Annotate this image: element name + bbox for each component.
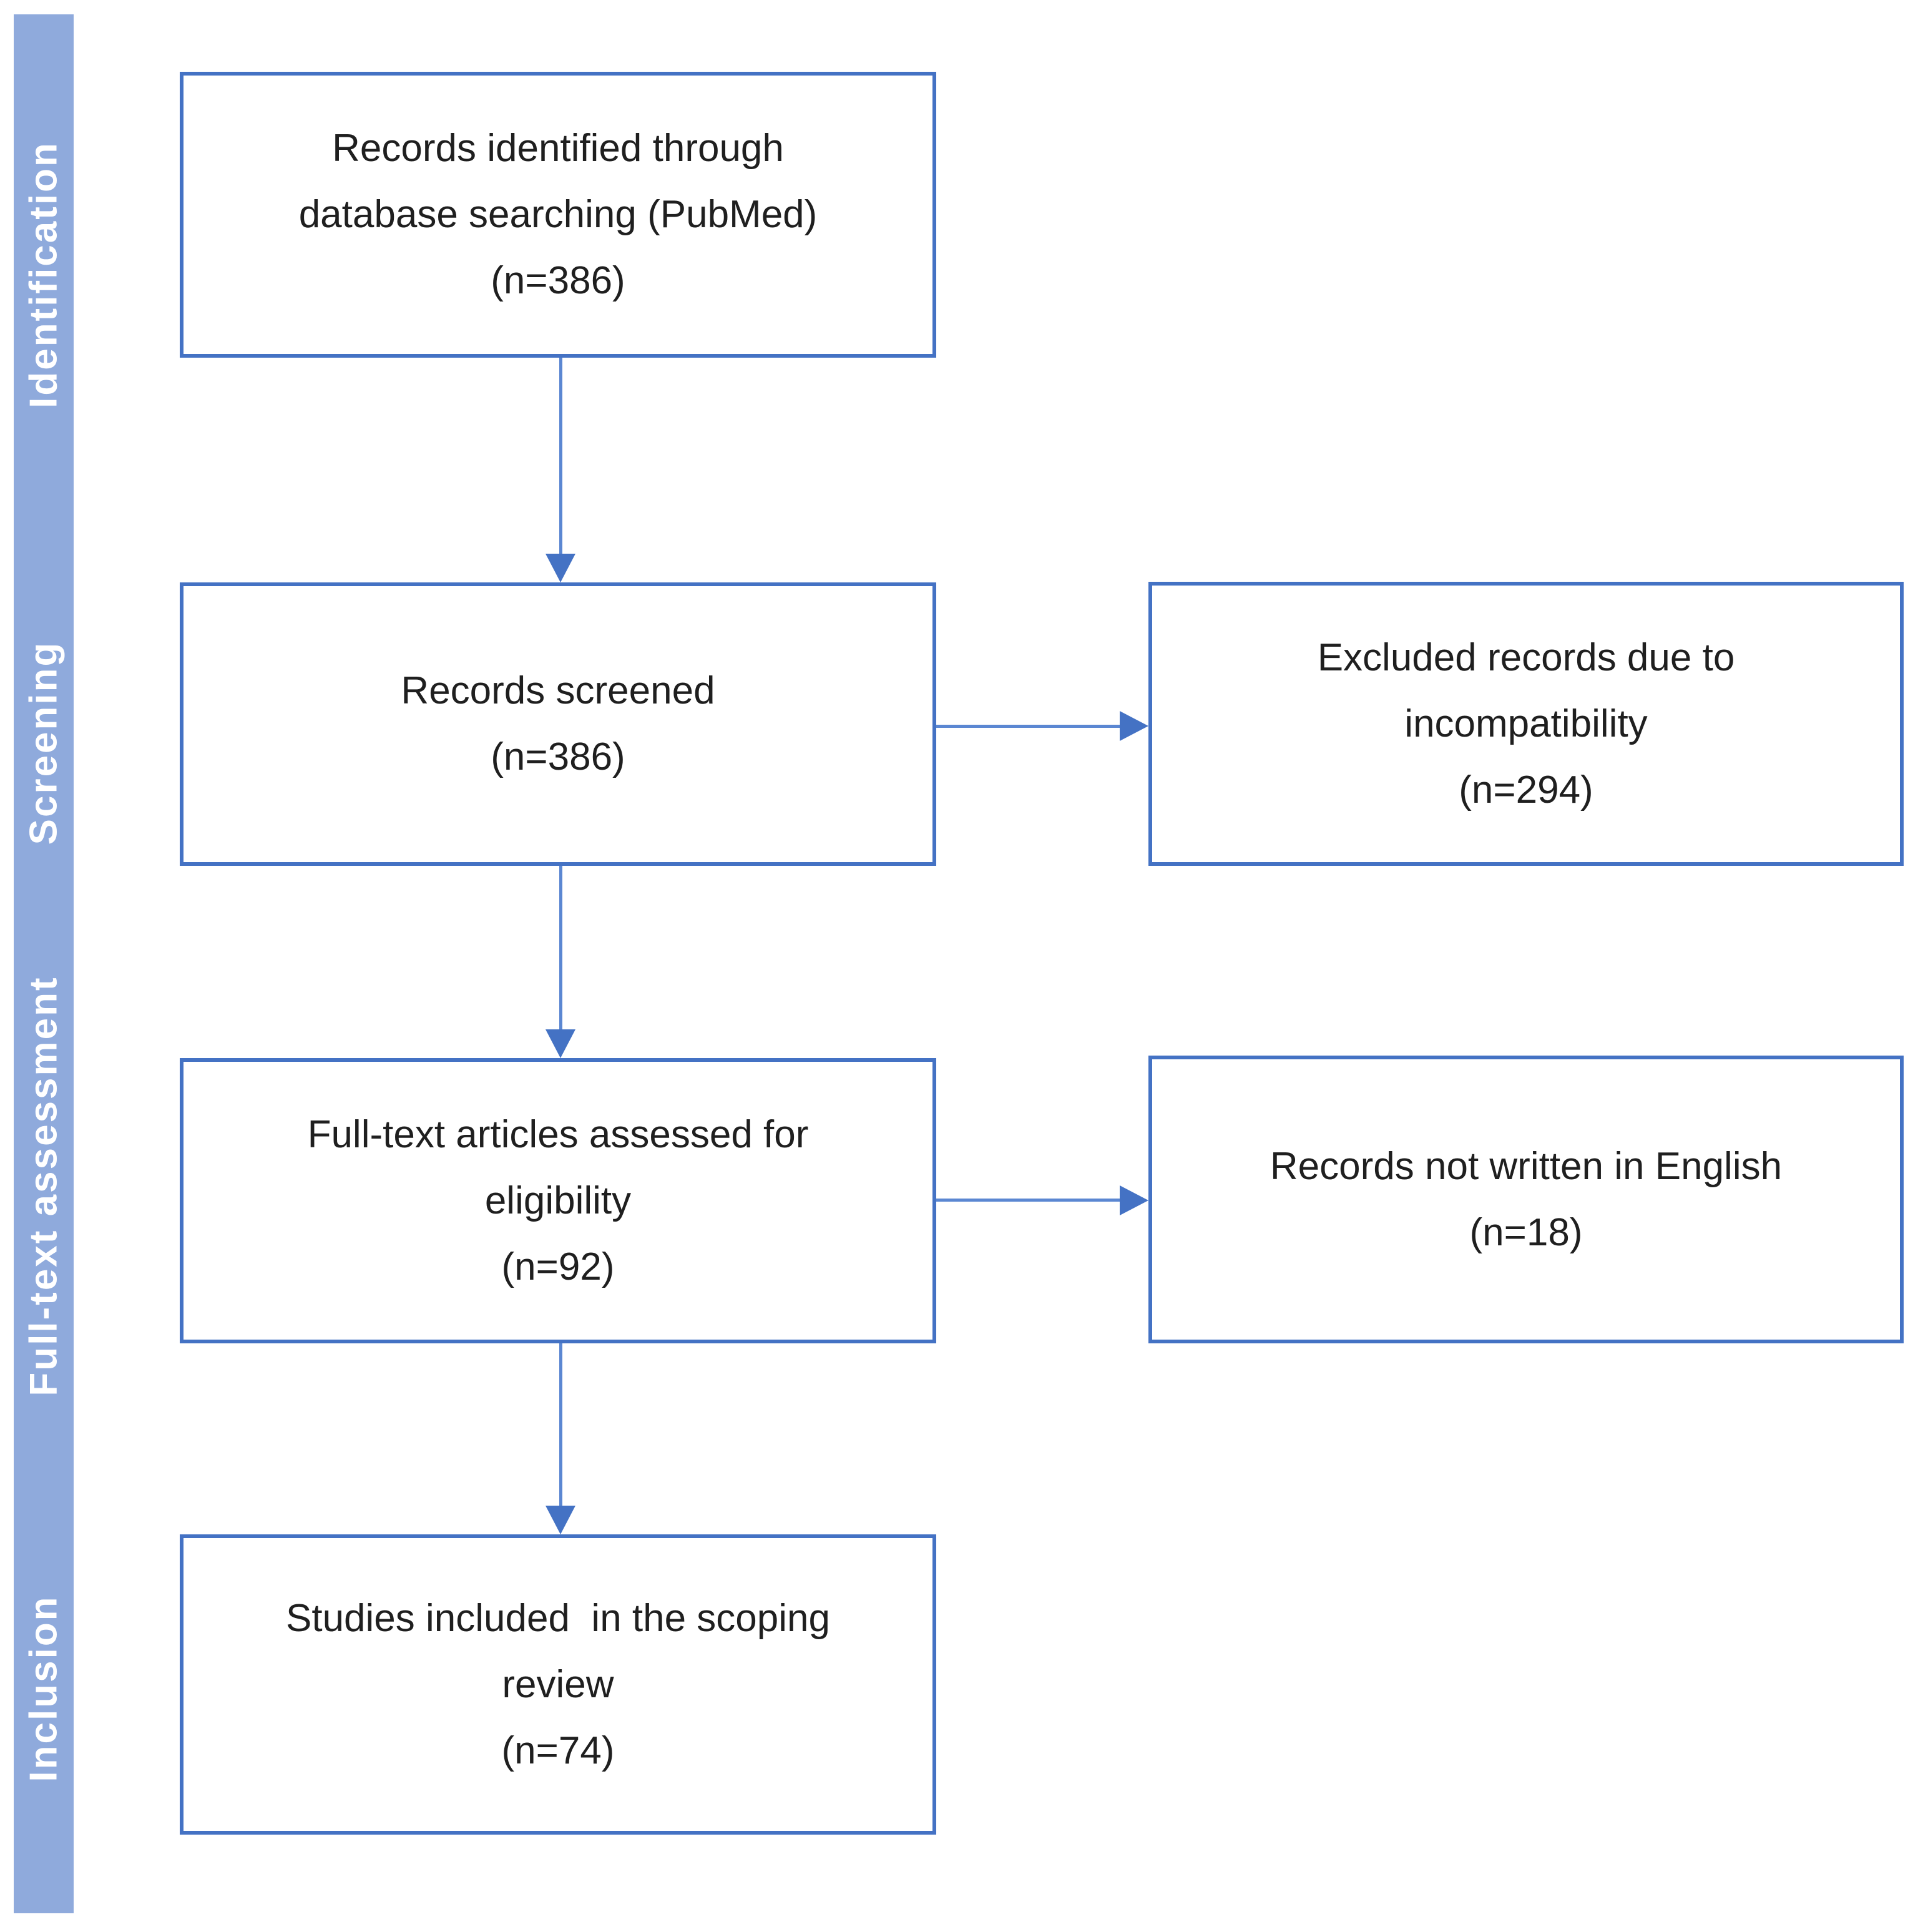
box-count-line: (n=294) [1459, 768, 1593, 812]
arrow-down-icon [546, 554, 575, 582]
box-records-screened: Records screened (n=386) [180, 582, 936, 866]
arrow-identified-to-screened-stem [559, 358, 562, 557]
arrow-fulltext-to-notenglish-stem [936, 1199, 1121, 1202]
arrow-fulltext-to-included-stem [559, 1343, 562, 1509]
box-text-line: Records screened [401, 669, 715, 712]
box-text-line: eligibility [484, 1179, 632, 1222]
box-text-line: Studies included in the scoping [285, 1596, 831, 1640]
box-count-line: (n=386) [491, 735, 625, 778]
arrow-right-icon [1120, 1185, 1148, 1215]
box-count-line: (n=92) [501, 1245, 615, 1288]
box-text-line: Full-text articles assessed for [307, 1112, 809, 1156]
box-count-line: (n=386) [491, 259, 625, 302]
box-studies-included: Studies included in the scoping review (… [180, 1534, 936, 1835]
box-count-line: (n=74) [501, 1729, 615, 1772]
box-records-not-english: Records not written in English (n=18) [1148, 1056, 1904, 1343]
stage-label-identification: Identification [22, 141, 66, 408]
arrow-screened-to-excluded-stem [936, 725, 1121, 728]
box-text-line: Records identified through [332, 127, 784, 170]
box-count-line: (n=18) [1469, 1210, 1583, 1254]
arrow-screened-to-fulltext-stem [559, 866, 562, 1033]
arrow-down-icon [546, 1506, 575, 1534]
box-text-line: Excluded records due to [1317, 635, 1735, 679]
arrow-down-icon [546, 1029, 575, 1058]
stage-label-screening: Screening [22, 640, 66, 845]
box-excluded-records: Excluded records due to incompatibility … [1148, 582, 1904, 866]
arrow-right-icon [1120, 711, 1148, 741]
stage-label-inclusion: Inclusion [22, 1595, 66, 1782]
box-text-line: incompatibility [1404, 702, 1648, 745]
box-text-line: Records not written in English [1270, 1144, 1783, 1188]
box-records-identified: Records identified through database sear… [180, 72, 936, 358]
stage-label-full-text-assessment: Full-text assessment [22, 976, 66, 1396]
box-text-line: review [502, 1662, 614, 1706]
box-text-line: database searching (PubMed) [298, 193, 818, 236]
box-fulltext-assessed: Full-text articles assessed for eligibil… [180, 1058, 936, 1343]
stage-sidebar-strip [14, 14, 74, 1913]
